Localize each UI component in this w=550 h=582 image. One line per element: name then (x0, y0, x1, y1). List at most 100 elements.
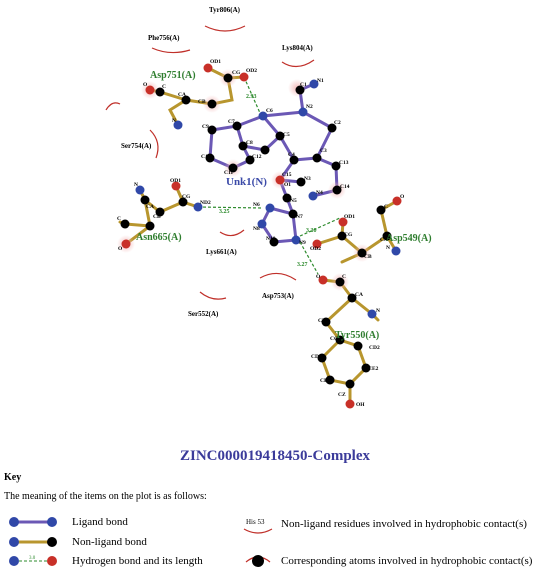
label-phe756: Phe756(A) (148, 34, 180, 42)
svg-text:C5: C5 (283, 132, 290, 138)
svg-text:C1: C1 (300, 82, 307, 88)
atoms (120, 63, 402, 409)
svg-text:O: O (118, 246, 123, 252)
svg-text:N2: N2 (306, 104, 313, 110)
hbond-length-1: 2.93 (246, 94, 257, 100)
svg-text:C7: C7 (228, 119, 235, 125)
ligplot-diagram: 2.93 3.25 3.30 3.27 (105, 6, 432, 409)
label-tyr550: Tyr550(A) (335, 330, 379, 341)
atom-c (155, 87, 165, 97)
tyr806-arc (204, 25, 246, 32)
svg-text:N1: N1 (317, 78, 324, 84)
svg-text:C11: C11 (224, 170, 233, 176)
svg-text:CA: CA (146, 204, 154, 210)
key-description: The meaning of the items on the plot is … (4, 491, 207, 502)
residue-labels: Tyr806(A) Phe756(A) Lys804(A) Ser754(A) … (121, 6, 313, 318)
svg-text:OD2: OD2 (310, 246, 321, 252)
phe756-arc (151, 47, 191, 54)
hbond-residue-labels: Asp751(A) Asn665(A) Asp549(A) Tyr550(A) (136, 70, 432, 341)
label-lys661: Lys661(A) (206, 248, 237, 256)
lys661-arc (219, 229, 245, 237)
svg-text:C13: C13 (339, 160, 349, 166)
label-lys804: Lys804(A) (282, 44, 313, 52)
hbond-labels: 2.93 3.25 3.30 3.27 (219, 94, 317, 268)
atom-cb (207, 99, 217, 109)
atom-labels: OD1 CG OD2 CB CA C O N N1 C1 N2 C2 C3 C4… (117, 59, 405, 408)
svg-text:N5: N5 (290, 198, 297, 204)
svg-text:N: N (376, 308, 380, 314)
atom-o (145, 85, 155, 95)
svg-text:C12: C12 (252, 154, 262, 160)
svg-text:OD2: OD2 (246, 68, 257, 74)
key-nonligand-bond-label: Non-ligand bond (72, 536, 147, 548)
key-ligand-bond-label: Ligand bond (72, 516, 128, 528)
svg-text:O: O (400, 194, 405, 200)
svg-text:C: C (384, 204, 388, 210)
svg-text:CZ: CZ (338, 392, 346, 398)
svg-text:OD1: OD1 (344, 214, 355, 220)
svg-text:CG: CG (232, 70, 241, 76)
svg-text:CB: CB (198, 99, 206, 105)
hbond-length-3: 3.30 (306, 228, 317, 234)
svg-text:N6: N6 (253, 202, 260, 208)
label-tyr806: Tyr806(A) (209, 6, 241, 14)
label-asp549: Asp549(A) (386, 233, 432, 244)
atom-cg (223, 73, 233, 83)
svg-text:CA: CA (355, 292, 363, 298)
svg-text:O: O (316, 274, 321, 280)
svg-text:C2: C2 (334, 120, 341, 126)
svg-text:His 53: His 53 (246, 518, 265, 526)
svg-text:C4: C4 (288, 152, 295, 158)
label-asp751: Asp751(A) (150, 70, 196, 81)
svg-text:O1: O1 (284, 182, 291, 188)
svg-text:CB: CB (318, 318, 326, 324)
svg-text:OD1: OD1 (170, 178, 181, 184)
key-heading: Key (4, 472, 22, 483)
svg-text:C: C (342, 274, 346, 280)
svg-text:CE2: CE2 (368, 366, 379, 372)
atom-od2 (239, 72, 249, 82)
hbond-length-4: 3.27 (297, 262, 308, 268)
svg-text:CE1: CE1 (320, 378, 331, 384)
label-ser754: Ser754(A) (121, 142, 152, 150)
svg-text:N8: N8 (253, 226, 260, 232)
ligand-label: Unk1(N) (226, 176, 267, 188)
svg-text:CG: CG (344, 232, 353, 238)
hydrophobic-arcs (105, 25, 315, 300)
svg-text:N3: N3 (304, 176, 311, 182)
key-corresponding-atoms-label: Corresponding atoms involved in hydropho… (281, 555, 533, 567)
svg-text:C: C (117, 216, 121, 222)
svg-text:N4: N4 (316, 190, 323, 196)
svg-text:C14: C14 (340, 184, 350, 190)
svg-text:N7: N7 (296, 214, 303, 220)
svg-text:CB: CB (364, 254, 372, 260)
svg-text:OH: OH (356, 402, 365, 408)
label-asn665: Asn665(A) (136, 232, 182, 243)
svg-text:N: N (386, 245, 390, 251)
atom-od1 (203, 63, 213, 73)
svg-text:N9: N9 (299, 240, 306, 246)
key-hbond-label: Hydrogen bond and its length (72, 555, 203, 567)
hbond-length-2: 3.25 (219, 209, 230, 215)
svg-text:ND2: ND2 (200, 200, 211, 206)
hydrogen-bonds (197, 76, 341, 275)
svg-text:C15: C15 (282, 172, 292, 178)
svg-text:C8: C8 (246, 140, 253, 146)
atom-ca (181, 95, 191, 105)
svg-text:O: O (143, 82, 148, 88)
svg-text:CD1: CD1 (311, 354, 322, 360)
svg-text:CG: CG (330, 336, 339, 342)
svg-text:CD2: CD2 (369, 345, 380, 351)
svg-text:CA: CA (178, 92, 186, 98)
svg-text:3.0: 3.0 (29, 556, 36, 561)
key-nonligand-residues-label: Non-ligand residues involved in hydropho… (281, 518, 527, 530)
label-asp753: Asp753(A) (262, 292, 295, 300)
svg-text:N: N (134, 182, 138, 188)
ser754-arc (149, 129, 159, 159)
label-ser552: Ser552(A) (188, 310, 219, 318)
svg-text:C10: C10 (201, 154, 211, 160)
svg-text:C3: C3 (320, 148, 327, 154)
svg-text:C9: C9 (202, 124, 209, 130)
svg-text:CB: CB (153, 214, 161, 220)
svg-text:CA: CA (380, 237, 388, 243)
